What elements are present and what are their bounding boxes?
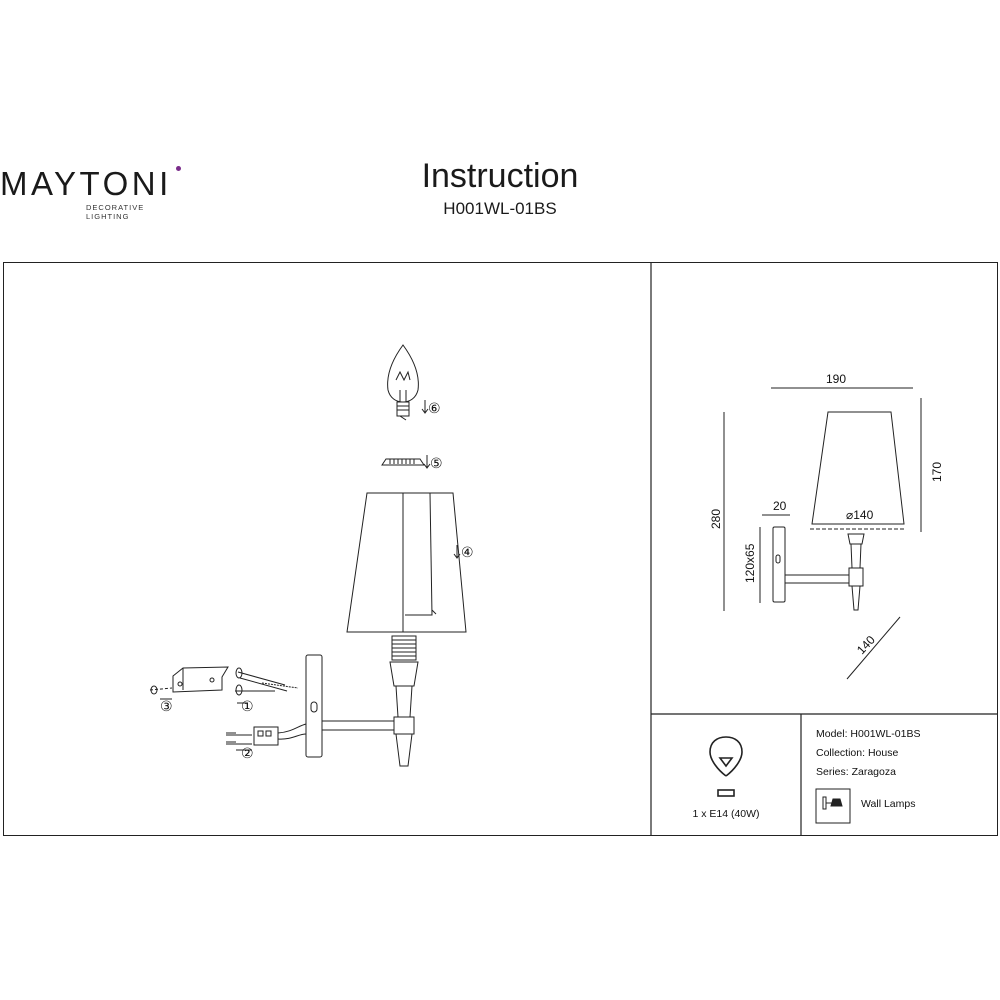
dim-width-label: 190 (826, 372, 846, 386)
model-specs: Model: H001WL-01BS Collection: House Ser… (816, 728, 920, 810)
dimension-drawing (723, 387, 922, 680)
dim-shade-diameter-label: ⌀140 (846, 508, 874, 522)
spec-collection: Collection: House (816, 747, 898, 759)
dimension-labels: 190 170 280 20 120x65 ⌀140 140 (709, 372, 944, 657)
step-label-5: ⑤ (430, 456, 443, 472)
step-label-6: ⑥ (428, 401, 441, 417)
dim-wall-plate (772, 526, 786, 603)
model-code: H001WL-01BS (443, 199, 557, 218)
frame-dividers (650, 262, 998, 836)
shade-part (346, 492, 467, 633)
dim-total-height-label: 280 (709, 509, 723, 529)
brand-tagline: DECORATIVE LIGHTING (86, 203, 145, 221)
terminal-block-part (226, 723, 307, 746)
bulb-part (387, 344, 419, 421)
page-title: Instruction (421, 157, 579, 195)
spec-series: Series: Zaragoza (816, 766, 896, 778)
ring-nut-part (381, 458, 425, 466)
dim-shade-height-label: 170 (930, 462, 944, 482)
assembly-drawing (149, 344, 467, 767)
step-label-3: ③ (160, 699, 173, 715)
step-label-1: ① (241, 699, 254, 715)
brand-dot-icon (176, 166, 181, 171)
brand-name: MAYTONI (0, 165, 172, 202)
step-labels: ① ② ③ ④ ⑤ ⑥ (160, 401, 474, 762)
bulb-spec-text: 1 x E14 (40W) (692, 808, 759, 820)
step-label-4: ④ (461, 545, 474, 561)
instruction-frame (3, 262, 998, 836)
assembly-arrows (160, 400, 461, 751)
dim-shade (811, 411, 905, 525)
wall-lamp-type-icon (815, 788, 851, 824)
step-label-2: ② (241, 746, 254, 762)
dim-base-width-label: 20 (773, 499, 787, 513)
mounting-bracket-part (149, 666, 299, 696)
spec-model: Model: H001WL-01BS (816, 728, 920, 740)
brand-logo: MAYTONI DECORATIVE LIGHTING (0, 165, 190, 221)
lamp-body-part (305, 635, 419, 767)
dim-base-plate-label: 120x65 (743, 543, 757, 583)
dim-line-projection (846, 616, 901, 680)
dim-projection-label: 140 (854, 633, 878, 657)
bulb-icon (709, 736, 743, 797)
spec-type: Wall Lamps (861, 798, 915, 810)
